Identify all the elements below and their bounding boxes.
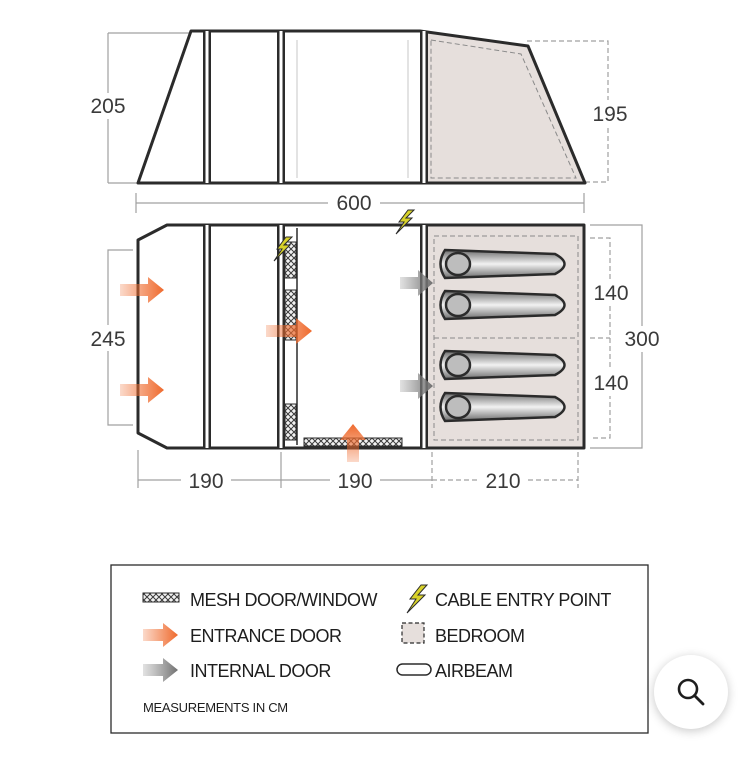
entrance-door-arrow [120,277,164,303]
internal-door-arrow [400,373,433,399]
side-elevation: 205 195 [82,29,632,185]
floor-plan [120,209,586,462]
floor-width-label: 245 [90,328,125,351]
bedroom-lower-label: 140 [593,372,628,395]
floor-plan-dimensions: 245 140 140 300 190 190 210 [82,224,666,493]
legend-entrance-label: ENTRANCE DOOR [190,626,342,646]
side-height-left-label: 205 [90,95,125,118]
mesh-window-2 [284,289,297,341]
sleeping-bag [439,349,566,381]
legend-airbeam-label: AIRBEAM [435,661,513,681]
sleeping-bag [439,391,566,423]
legend-bedroom-label: BEDROOM [435,626,525,646]
cable-entry-icon [273,236,294,262]
legend: MESH DOOR/WINDOW CABLE ENTRY POINT ENTRA… [110,564,649,734]
cable-entry-icon [395,209,416,235]
total-width-label: 300 [624,328,659,351]
bedroom-upper-label: 140 [593,282,628,305]
zoom-button[interactable] [654,655,728,729]
total-length-dimension: 600 [135,190,585,216]
entrance-door-arrow [266,318,312,344]
internal-door-arrow [400,270,433,296]
legend-internal-label: INTERNAL DOOR [190,661,331,681]
entrance-door-arrow [340,424,366,462]
section-1-label: 190 [188,470,223,493]
internal-arrow-icon [143,658,178,682]
bedroom-swatch-icon [401,622,425,644]
section-3-label: 210 [485,470,520,493]
cable-entry-icon [406,584,429,614]
section-2-label: 190 [337,470,372,493]
sleeping-bag [439,248,566,280]
legend-cable-label: CABLE ENTRY POINT [435,590,611,610]
airbeam-icon [396,663,432,676]
magnifier-icon [677,678,705,706]
sleeping-bag [439,289,566,321]
entrance-arrow-icon [143,623,178,647]
total-length-label: 600 [336,192,371,215]
mesh-window-3 [284,403,297,441]
mesh-window-1 [284,241,297,279]
side-height-right-label: 195 [592,103,627,126]
entrance-door-arrow [120,377,164,403]
mesh-icon [142,592,180,603]
measurements-note: MEASUREMENTS IN CM [143,700,288,715]
legend-mesh-label: MESH DOOR/WINDOW [190,590,377,610]
